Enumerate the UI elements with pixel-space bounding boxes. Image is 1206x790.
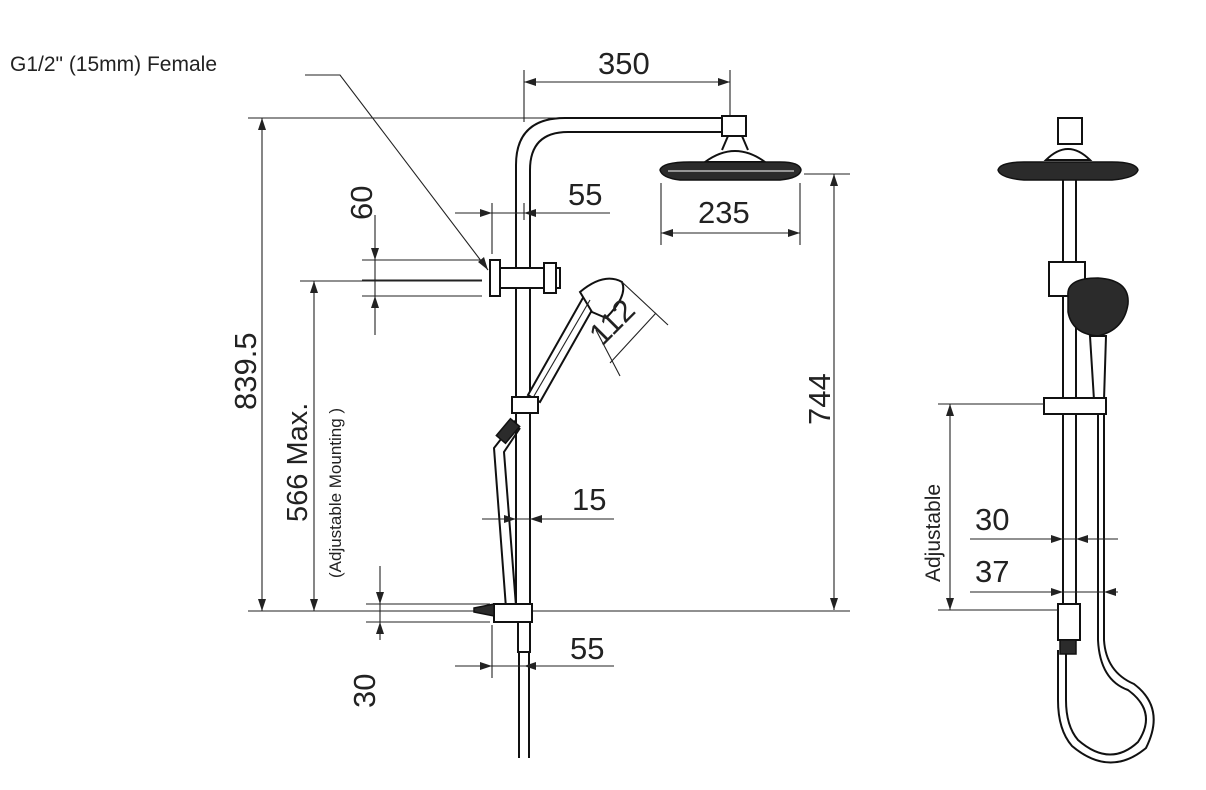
side-hose-loop-outer bbox=[1065, 460, 1147, 756]
dim-15-arrow-r bbox=[530, 515, 542, 523]
side-adj-arrow-b bbox=[946, 598, 954, 610]
side-view: Adjustable 30 37 bbox=[922, 117, 1155, 764]
outlet-fitting bbox=[517, 621, 531, 653]
dim-566-label: 566 Max. bbox=[282, 403, 314, 522]
dim-55t-arrow-r bbox=[524, 209, 536, 217]
dim-55b-arrow-l bbox=[480, 662, 492, 670]
dim-112-ext-a bbox=[621, 281, 669, 326]
side-slide-bracket bbox=[1043, 397, 1107, 415]
head-neck-r bbox=[741, 135, 749, 151]
dim-55t-arrow-l bbox=[480, 209, 492, 217]
hose-outer bbox=[492, 419, 517, 609]
shower-arm-inner bbox=[529, 131, 730, 610]
dim-30b-arrow-b bbox=[376, 622, 384, 634]
side-dim-37-arrow-l bbox=[1051, 588, 1063, 596]
hand-shower-detail bbox=[533, 299, 591, 397]
shower-arm-outer bbox=[515, 117, 730, 610]
dim-566-arrow-b bbox=[310, 599, 318, 611]
side-adjustable-label: Adjustable bbox=[922, 484, 945, 582]
dim-55t-label: 55 bbox=[568, 177, 602, 212]
side-adj-arrow-t bbox=[946, 404, 954, 416]
side-bottom-outlet bbox=[1057, 603, 1081, 641]
dim-235-label: 235 bbox=[698, 195, 750, 230]
side-dim-30-label: 30 bbox=[975, 502, 1009, 537]
dim-235-arrow-l bbox=[661, 229, 673, 237]
hose-inner bbox=[502, 427, 521, 607]
inlet-label: G1/2" (15mm) Female bbox=[10, 53, 217, 76]
side-hand-shower-head bbox=[1067, 277, 1129, 337]
side-top-connector bbox=[1057, 117, 1083, 145]
front-view: G1/2" (15mm) Female 350 235 bbox=[10, 46, 850, 758]
inlet-leader bbox=[305, 74, 489, 271]
dim-744-label: 744 bbox=[802, 373, 837, 425]
dim-60-label: 60 bbox=[344, 186, 379, 220]
side-dim-37-arrow-r bbox=[1104, 588, 1116, 596]
dim-350-arrow-l bbox=[524, 78, 536, 86]
dim-112-ext-b bbox=[595, 329, 621, 377]
dim-30b-arrow-t bbox=[376, 592, 384, 604]
dim-566-note: (Adjustable Mounting ) bbox=[326, 408, 345, 578]
dim-60-arrow-b bbox=[371, 296, 379, 308]
side-bottom-nut bbox=[1059, 639, 1077, 655]
dim-839-arrow-b bbox=[258, 599, 266, 611]
dim-55b-label: 55 bbox=[570, 631, 604, 666]
dim-112-line bbox=[609, 312, 657, 364]
side-hose-loop-inner bbox=[1057, 460, 1155, 764]
head-dome bbox=[701, 150, 769, 163]
dim-350-label: 350 bbox=[598, 46, 650, 81]
side-head-dome bbox=[1043, 148, 1093, 161]
bottom-bracket-knob bbox=[473, 603, 495, 617]
dim-744-arrow-b bbox=[830, 598, 838, 610]
dim-15-label: 15 bbox=[572, 482, 606, 517]
side-dim-30-arrow-r bbox=[1076, 535, 1088, 543]
side-dim-30-arrow-l bbox=[1051, 535, 1063, 543]
dim-744-arrow-t bbox=[830, 174, 838, 186]
side-shower-head bbox=[997, 161, 1139, 181]
bottom-wall-bracket bbox=[493, 603, 533, 623]
top-bracket-cap bbox=[543, 262, 557, 294]
dim-60-arrow-t bbox=[371, 248, 379, 260]
side-dim-37-label: 37 bbox=[975, 554, 1009, 589]
dim-55b-arrow-r bbox=[524, 662, 536, 670]
dim-839-label: 839.5 bbox=[228, 332, 263, 410]
side-hand-shower-neck bbox=[1088, 335, 1108, 401]
head-connector bbox=[721, 115, 747, 137]
dim-566-arrow-t bbox=[310, 281, 318, 293]
slide-bracket bbox=[511, 396, 539, 414]
dim-235-arrow-r bbox=[788, 229, 800, 237]
hose-fitting bbox=[495, 417, 521, 445]
head-neck-l bbox=[721, 135, 729, 151]
dim-839-arrow-t bbox=[258, 118, 266, 130]
dim-350-arrow-r bbox=[718, 78, 730, 86]
dim-30b-label: 30 bbox=[347, 674, 382, 708]
top-bracket-plate bbox=[489, 259, 501, 297]
dim-15-arrow-l bbox=[504, 515, 516, 523]
